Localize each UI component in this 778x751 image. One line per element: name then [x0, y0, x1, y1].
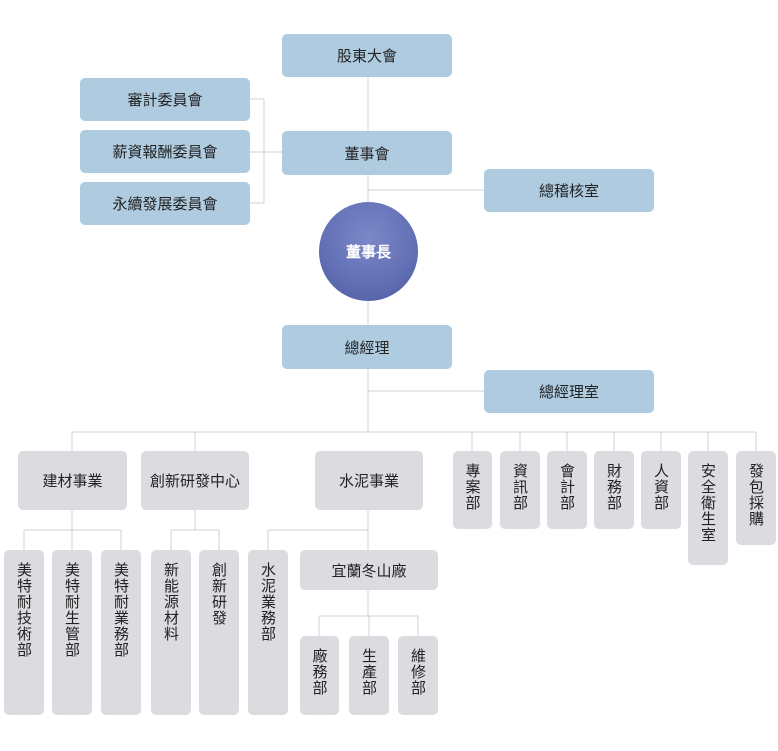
plant-unit-box: 生產部: [349, 636, 389, 715]
vertical-label: 創新研發: [210, 562, 228, 626]
vertical-label: 水泥業務部: [259, 562, 277, 642]
division-cement-box: 水泥事業: [315, 451, 423, 510]
committee-audit-label: 審計委員會: [127, 91, 203, 109]
gm-label: 總經理: [344, 338, 390, 357]
committee-compensation-box: 薪資報酬委員會: [80, 130, 250, 173]
committee-sustainability-label: 永續發展委員會: [112, 195, 218, 213]
gm-office-label: 總經理室: [538, 383, 599, 401]
vertical-label: 會計部: [558, 463, 576, 511]
audit-office-box: 總稽核室: [484, 169, 654, 212]
department-box: 會計部: [547, 451, 587, 529]
department-box: 專案部: [453, 451, 492, 529]
innovation-unit-box: 創新研發: [199, 550, 239, 715]
vertical-label: 安全衛生室: [699, 463, 717, 543]
department-box: 資訊部: [500, 451, 540, 529]
building-unit-box: 美特耐生管部: [52, 550, 92, 715]
building-unit-box: 美特耐技術部: [4, 550, 44, 715]
division-innovation-label: 創新研發中心: [149, 472, 240, 490]
division-cement-label: 水泥事業: [338, 472, 399, 490]
vertical-label: 資訊部: [511, 463, 529, 511]
vertical-label: 專案部: [463, 463, 482, 511]
gm-office-box: 總經理室: [484, 370, 654, 413]
division-innovation-box: 創新研發中心: [141, 451, 249, 510]
vertical-label: 美特耐生管部: [63, 562, 81, 658]
vertical-label: 新能源材料: [162, 562, 180, 642]
shareholders-label: 股東大會: [336, 47, 397, 65]
plant-box: 宜蘭冬山廠: [300, 550, 438, 590]
vertical-label: 生產部: [360, 648, 378, 696]
committee-sustainability-box: 永續發展委員會: [80, 182, 250, 225]
vertical-label: 美特耐技術部: [15, 562, 33, 658]
vertical-label: 人資部: [652, 463, 670, 511]
committee-compensation-label: 薪資報酬委員會: [112, 143, 218, 161]
vertical-label: 美特耐業務部: [112, 562, 130, 658]
plant-unit-box: 廠務部: [300, 636, 339, 715]
gm-box: 總經理: [282, 325, 452, 369]
department-box: 發包採購: [736, 451, 776, 545]
plant-label: 宜蘭冬山廠: [331, 561, 407, 580]
department-box: 人資部: [641, 451, 681, 529]
vertical-label: 發包採購: [747, 463, 765, 527]
division-building-box: 建材事業: [18, 451, 127, 510]
committee-audit-box: 審計委員會: [80, 78, 250, 121]
audit-office-label: 總稽核室: [538, 182, 599, 200]
building-unit-box: 美特耐業務部: [101, 550, 141, 715]
board-box: 董事會: [282, 131, 452, 175]
cement-unit-box: 水泥業務部: [248, 550, 288, 715]
chairman-label: 董事長: [345, 243, 391, 261]
innovation-unit-box: 新能源材料: [151, 550, 191, 715]
plant-unit-box: 維修部: [398, 636, 438, 715]
vertical-label: 廠務部: [310, 648, 329, 696]
division-building-label: 建材事業: [42, 472, 103, 490]
chairman-circle: 董事長: [319, 202, 418, 301]
board-label: 董事會: [344, 144, 390, 163]
shareholders-box: 股東大會: [282, 34, 452, 77]
department-box: 安全衛生室: [688, 451, 728, 565]
vertical-label: 財務部: [605, 463, 623, 511]
vertical-label: 維修部: [409, 648, 427, 696]
department-box: 財務部: [594, 451, 634, 529]
